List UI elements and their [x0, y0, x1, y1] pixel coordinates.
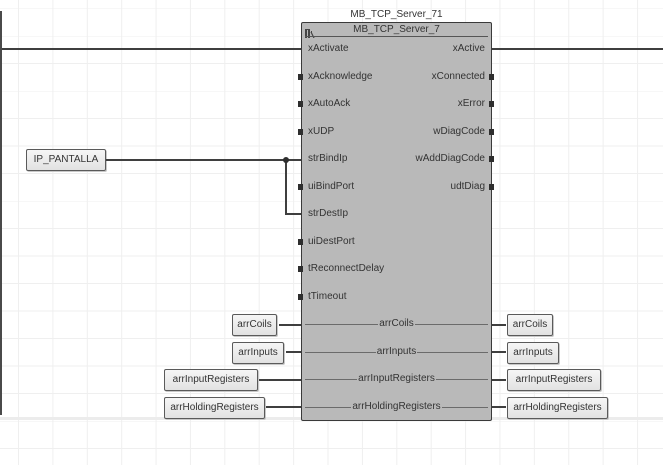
wire-junction-dot: [283, 157, 289, 163]
output-pin[interactable]: xError: [457, 98, 485, 109]
inout-pin[interactable]: arrInputs: [302, 346, 491, 358]
wire-right-arrholdingregisters[interactable]: [492, 406, 506, 408]
left-power-rail: [0, 11, 2, 415]
inout-pin[interactable]: arrInputRegisters: [302, 373, 491, 385]
variable-left-arrinputregisters[interactable]: arrInputRegisters: [164, 369, 258, 391]
unconnected-pin-marker[interactable]: [298, 239, 303, 245]
inout-label: arrCoils: [378, 318, 415, 329]
input-pin[interactable]: uiDestPort: [308, 236, 355, 247]
variable-label: arrHoldingRegisters: [513, 402, 602, 413]
variable-label: arrCoils: [237, 319, 272, 330]
variable-label: arrHoldingRegisters: [170, 402, 259, 413]
input-pin[interactable]: strDestIp: [308, 208, 349, 219]
wire-right-arrinputs[interactable]: [492, 351, 506, 353]
wire-left-arrholdingregisters[interactable]: [266, 406, 301, 408]
variable-label: arrInputs: [238, 347, 278, 358]
variable-right-arrinputregisters[interactable]: arrInputRegisters: [507, 369, 601, 391]
output-pin[interactable]: wAddDiagCode: [415, 153, 486, 164]
wire-xactive[interactable]: [492, 48, 663, 50]
unconnected-pin-marker[interactable]: [298, 129, 303, 135]
wire-left-arrinputs[interactable]: [286, 351, 301, 353]
variable-label: arrInputRegisters: [515, 374, 593, 385]
output-pin[interactable]: wDiagCode: [433, 126, 485, 137]
variable-right-arrcoils[interactable]: arrCoils: [507, 314, 553, 336]
wire-right-arrcoils[interactable]: [492, 324, 506, 326]
input-pin[interactable]: xUDP: [308, 126, 335, 137]
variable-label: arrCoils: [512, 319, 548, 330]
inout-label: arrHoldingRegisters: [351, 401, 442, 412]
unconnected-pin-marker[interactable]: [489, 156, 494, 162]
function-block-icon: [305, 25, 315, 39]
function-block[interactable]: MB_TCP_Server_7 xActivate xAcknowledge x…: [301, 22, 492, 421]
variable-ip-pantalla[interactable]: IP_PANTALLA: [26, 149, 106, 171]
wire-left-arrinputregisters[interactable]: [259, 379, 301, 381]
input-pin[interactable]: tReconnectDelay: [308, 263, 385, 274]
unconnected-pin-marker[interactable]: [298, 74, 303, 80]
variable-label: arrInputs: [513, 347, 553, 358]
unconnected-pin-marker[interactable]: [489, 184, 494, 190]
variable-left-arrholdingregisters[interactable]: arrHoldingRegisters: [164, 397, 265, 419]
input-pin[interactable]: tTimeout: [308, 291, 347, 302]
variable-right-arrinputs[interactable]: arrInputs: [507, 342, 559, 364]
variable-left-arrinputs[interactable]: arrInputs: [232, 342, 284, 364]
unconnected-pin-marker[interactable]: [489, 74, 494, 80]
input-pin[interactable]: xActivate: [308, 43, 349, 54]
input-pin[interactable]: strBindIp: [308, 153, 348, 164]
variable-left-arrcoils[interactable]: arrCoils: [232, 314, 277, 336]
output-pin[interactable]: xConnected: [431, 71, 485, 82]
unconnected-pin-marker[interactable]: [298, 294, 303, 300]
block-instance-name[interactable]: MB_TCP_Server_71: [350, 9, 443, 20]
variable-label: arrInputRegisters: [172, 374, 250, 385]
unconnected-pin-marker[interactable]: [298, 101, 303, 107]
wire-xactivate[interactable]: [2, 48, 301, 50]
unconnected-pin-marker[interactable]: [298, 184, 303, 190]
variable-right-arrholdingregisters[interactable]: arrHoldingRegisters: [507, 397, 608, 419]
wire-left-arrcoils[interactable]: [279, 324, 301, 326]
wire-ip-pantalla[interactable]: [106, 159, 301, 161]
inout-pin[interactable]: arrCoils: [302, 318, 491, 330]
unconnected-pin-marker[interactable]: [298, 266, 303, 272]
inout-label: arrInputs: [375, 346, 418, 357]
variable-label: IP_PANTALLA: [33, 154, 99, 165]
unconnected-pin-marker[interactable]: [489, 101, 494, 107]
output-pin[interactable]: xActive: [452, 43, 485, 54]
block-type-name: MB_TCP_Server_7: [353, 24, 440, 35]
wire-strdestip[interactable]: [285, 213, 301, 215]
inout-label: arrInputRegisters: [357, 373, 436, 384]
output-pin[interactable]: udtDiag: [450, 181, 485, 192]
unconnected-pin-marker[interactable]: [489, 129, 494, 135]
input-pin[interactable]: uiBindPort: [308, 181, 355, 192]
header-separator: [305, 36, 488, 37]
input-pin[interactable]: xAutoAck: [308, 98, 351, 109]
inout-pin[interactable]: arrHoldingRegisters: [302, 401, 491, 413]
wire-right-arrinputregisters[interactable]: [492, 379, 506, 381]
input-pin[interactable]: xAcknowledge: [308, 71, 373, 82]
wire-ip-branch[interactable]: [285, 159, 287, 215]
